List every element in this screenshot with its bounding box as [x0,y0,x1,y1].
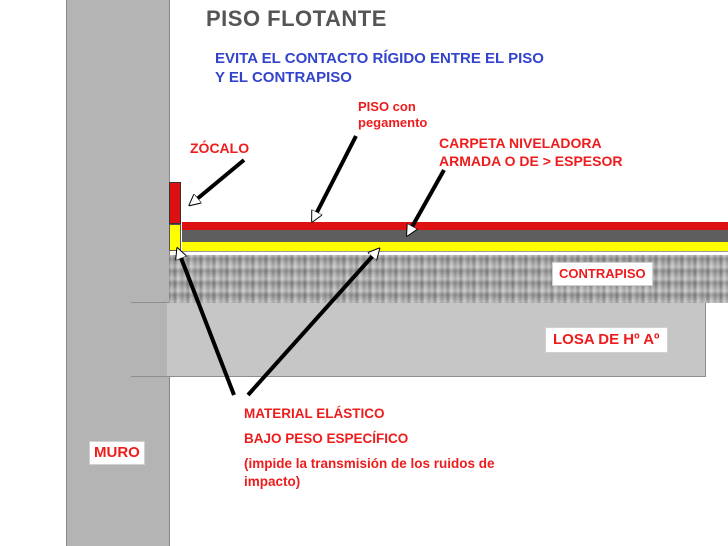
label-carpeta: CARPETA NIVELADORA ARMADA O DE > ESPESOR [439,134,622,170]
zocalo-red [169,182,181,224]
label-carpeta-line-1: CARPETA NIVELADORA [439,135,602,151]
label-material-line-3: (impide la transmisión de los ruidos de [244,456,495,471]
label-material-line-2: BAJO PESO ESPECÍFICO [244,431,409,446]
arrow-carpeta [408,169,446,234]
label-piso-line-2: pegamento [358,115,428,130]
elastic-yellow-vertical [169,224,181,251]
subtitle: EVITA EL CONTACTO RÍGIDO ENTRE EL PISO Y… [215,49,544,87]
label-muro: MURO [89,441,145,465]
label-zocalo: ZÓCALO [190,140,250,156]
arrow-material-1 [178,250,236,396]
subtitle-line-1: EVITA EL CONTACTO RÍGIDO ENTRE EL PISO [215,50,544,67]
label-material: MATERIAL ELÁSTICO BAJO PESO ESPECÍFICO (… [244,405,495,491]
label-carpeta-line-2: ARMADA O DE > ESPESOR [439,153,623,169]
wall-over-slab [67,303,167,376]
label-losa: LOSA DE Hº Aº [545,327,668,353]
screed-layer [182,230,728,242]
label-material-line-4: impacto) [244,474,301,489]
label-piso: PISO con pegamento [358,99,427,131]
arrow-piso [313,135,358,220]
label-piso-line-1: PISO con [358,99,416,114]
diagram-title: PISO FLOTANTE [206,6,387,31]
subtitle-line-2: Y EL CONTRAPISO [215,69,352,86]
arrow-material-2 [246,250,378,397]
floor-red-layer [182,222,728,230]
label-contrapiso: CONTRAPISO [552,262,653,286]
label-material-line-1: MATERIAL ELÁSTICO [244,406,385,421]
arrow-zocalo [191,158,246,204]
elastic-yellow-layer [182,242,728,252]
